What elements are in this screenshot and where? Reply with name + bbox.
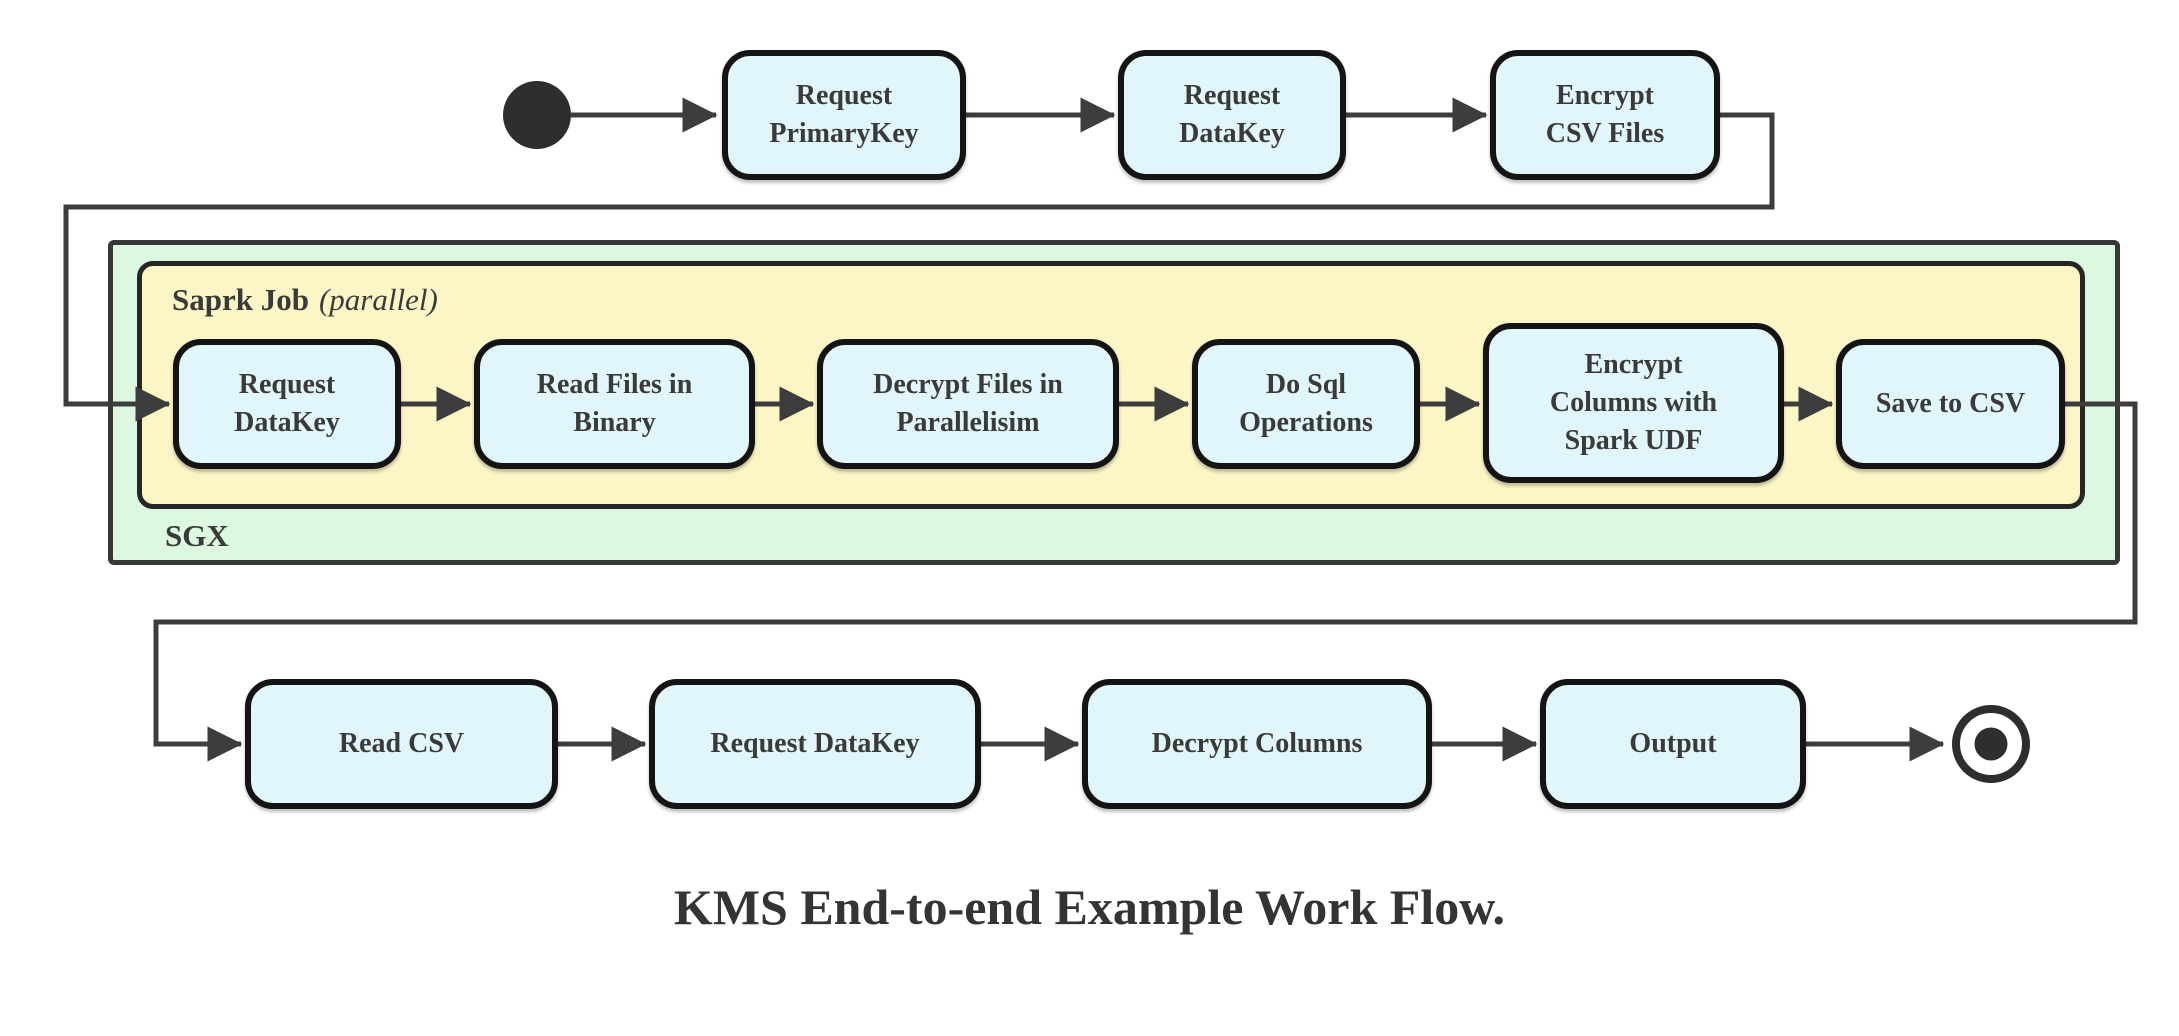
node-request-primarykey: Request PrimaryKey: [722, 50, 966, 180]
edge-save-csv-to-read-csv: [153, 401, 2138, 762]
start-state-icon: [503, 81, 571, 149]
spark-job-label-title: Saprk Job: [172, 282, 309, 317]
node-output: Output: [1540, 679, 1806, 809]
node-decrypt-files-in-parallelisim: Decrypt Files in Parallelisim: [817, 339, 1119, 469]
node-read-csv: Read CSV: [245, 679, 558, 809]
node-encrypt-csv-files: Encrypt CSV Files: [1490, 50, 1720, 180]
sgx-label: SGX: [165, 518, 229, 553]
node-encrypt-columns-with-spark-udf: Encrypt Columns with Spark UDF: [1483, 323, 1784, 483]
node-save-to-csv: Save to CSV: [1836, 339, 2065, 469]
spark-job-label-parallel: (parallel): [318, 282, 438, 317]
node-request-datakey-top: Request DataKey: [1118, 50, 1346, 180]
end-state-icon: [1952, 705, 2030, 783]
node-read-files-in-binary: Read Files in Binary: [474, 339, 755, 469]
diagram-caption: KMS End-to-end Example Work Flow.: [673, 879, 1506, 935]
spark-job-label: Saprk Job (parallel): [172, 282, 438, 318]
node-request-datakey-mid: Request DataKey: [173, 339, 401, 469]
edge-encrypt-csv-files-to-sgx-request-datakey: [63, 112, 1775, 422]
node-request-datakey-bottom: Request DataKey: [649, 679, 981, 809]
node-decrypt-columns: Decrypt Columns: [1082, 679, 1432, 809]
node-do-sql-operations: Do Sql Operations: [1192, 339, 1420, 469]
